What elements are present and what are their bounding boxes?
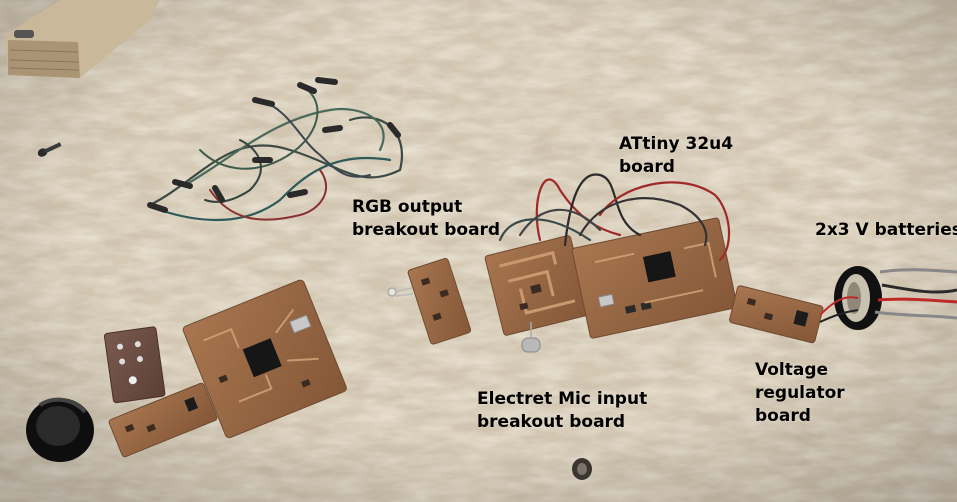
electret-mic-label-line-1: Electret Mic input — [477, 389, 648, 409]
battery-holder — [819, 266, 957, 330]
mic-capsule — [521, 322, 541, 353]
rgb-breakout-board — [407, 257, 472, 345]
voltage-regulator-board — [729, 285, 824, 344]
rgb-output-label-line-1: RGB output — [352, 197, 463, 217]
small-dark-board — [103, 326, 166, 404]
rgb-output-label: RGB output breakout board — [352, 196, 500, 242]
plywood-block — [5, 0, 160, 78]
voltage-regulator-label-line-3: board — [755, 406, 811, 426]
loose-mic-capsule — [572, 458, 592, 480]
attiny-board — [571, 217, 738, 339]
voltage-regulator-label-line-1: Voltage — [755, 360, 829, 380]
batteries-label-line-1: 2x3 V batteries — [815, 220, 957, 240]
electret-mic-board — [484, 235, 590, 336]
electret-mic-label: Electret Mic input breakout board — [477, 388, 647, 434]
attiny-label-line-2: board — [619, 157, 675, 177]
sensor-board — [108, 382, 218, 458]
rgb-led — [387, 287, 414, 297]
attiny-label: ATtiny 32u4 board — [619, 133, 733, 179]
main-controller-board — [182, 279, 347, 439]
board-wires — [498, 173, 731, 262]
rgb-output-label-line-2: breakout board — [352, 220, 501, 240]
attiny-label-line-1: ATtiny 32u4 — [619, 134, 734, 154]
screw — [37, 142, 62, 157]
electret-mic-label-line-2: breakout board — [477, 412, 626, 432]
voltage-regulator-label: Voltage regulator board — [755, 359, 845, 428]
coin-battery-holder — [26, 397, 94, 462]
batteries-label: 2x3 V batteries — [815, 219, 957, 242]
jumper-wires — [147, 77, 403, 222]
voltage-regulator-label-line-2: regulator — [755, 383, 845, 403]
